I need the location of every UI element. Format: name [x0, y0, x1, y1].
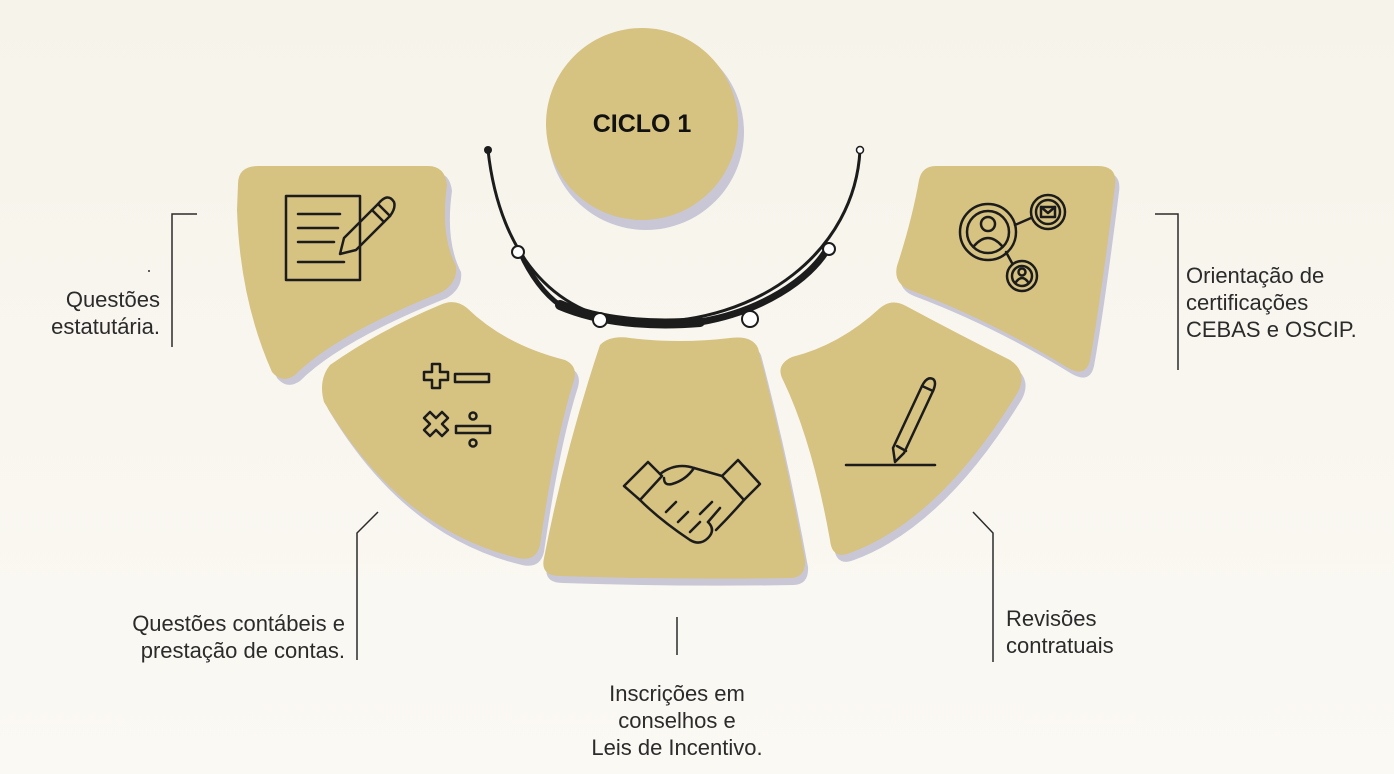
- label-line: prestação de contas.: [140, 638, 345, 663]
- label-line: Inscrições em: [609, 681, 745, 706]
- label-contracts: Revisões contratuais: [1006, 605, 1206, 659]
- callout-contracts-line: [972, 511, 994, 662]
- tile-contracts: [780, 302, 1026, 562]
- label-line: Questões contábeis e: [132, 611, 345, 636]
- label-line: Questões: [65, 287, 160, 312]
- label-line: estatutária.: [51, 314, 160, 339]
- tile-statutory: [237, 166, 462, 385]
- label-line: certificações: [1186, 290, 1309, 315]
- callout-accounting-line: [356, 511, 379, 660]
- label-line: Revisões: [1006, 606, 1097, 631]
- label-line: contratuais: [1006, 633, 1114, 658]
- math-operators-icon: [422, 362, 492, 448]
- label-line: CEBAS e OSCIP.: [1186, 317, 1357, 342]
- label-incentives: Inscrições em conselhos e Leis de Incent…: [557, 680, 797, 761]
- network-users-icon: [958, 193, 1067, 293]
- tile-accounting: [322, 302, 579, 566]
- center-title: CICLO 1: [592, 109, 692, 138]
- document-pen-icon: [284, 194, 396, 282]
- label-line: Orientação de: [1186, 263, 1325, 288]
- callout-statutory-line: [171, 213, 197, 347]
- tile-incentives: [543, 337, 809, 586]
- center-circle: [546, 28, 744, 230]
- callout-certifications-line: [1155, 213, 1179, 370]
- label-statutory: Questões estatutária.: [10, 286, 160, 340]
- label-line: Leis de Incentivo.: [591, 735, 763, 760]
- label-line: conselhos e: [618, 708, 736, 733]
- handshake-icon: [622, 458, 762, 544]
- label-accounting: Questões contábeis e prestação de contas…: [40, 610, 345, 664]
- callout-lines: [148, 213, 1179, 662]
- tile-certifications: [896, 166, 1120, 378]
- label-certifications: Orientação de certificações CEBAS e OSCI…: [1186, 262, 1391, 343]
- pencil-signature-icon: [844, 377, 937, 467]
- cycle-arc: [484, 145, 865, 329]
